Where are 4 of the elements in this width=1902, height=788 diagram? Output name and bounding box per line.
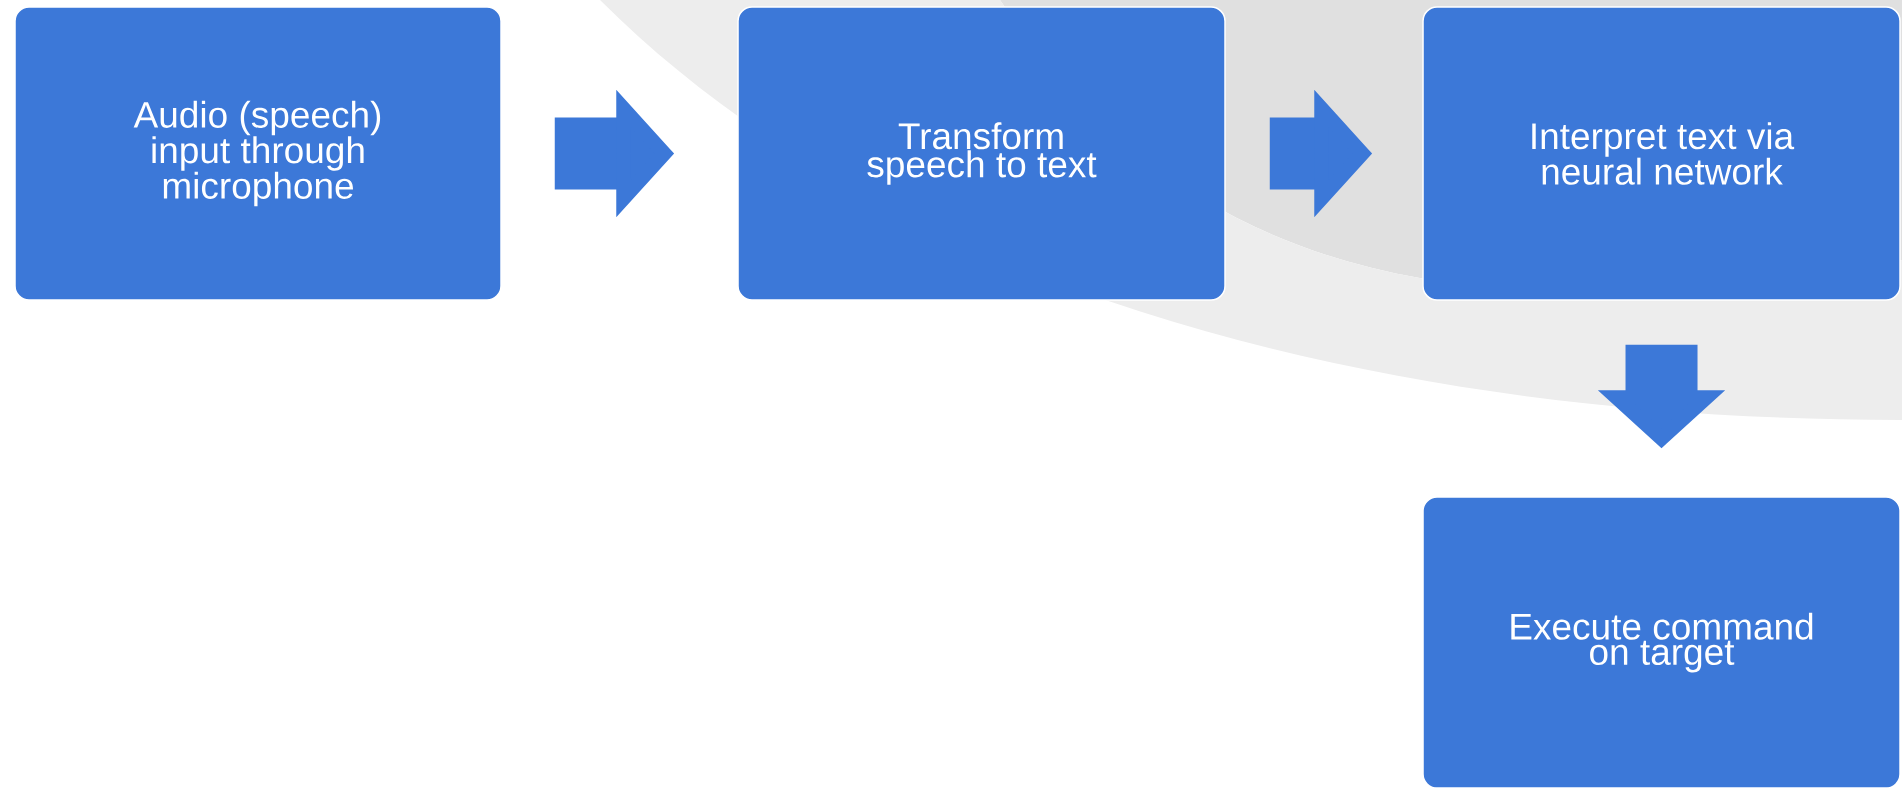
process-box: Audio (speech) input through microphone — [14, 6, 502, 301]
process-box: Execute command on target — [1422, 496, 1901, 788]
process-box: Transform speech to text — [737, 6, 1226, 301]
process-box: Interpret text via neural network — [1422, 6, 1901, 301]
